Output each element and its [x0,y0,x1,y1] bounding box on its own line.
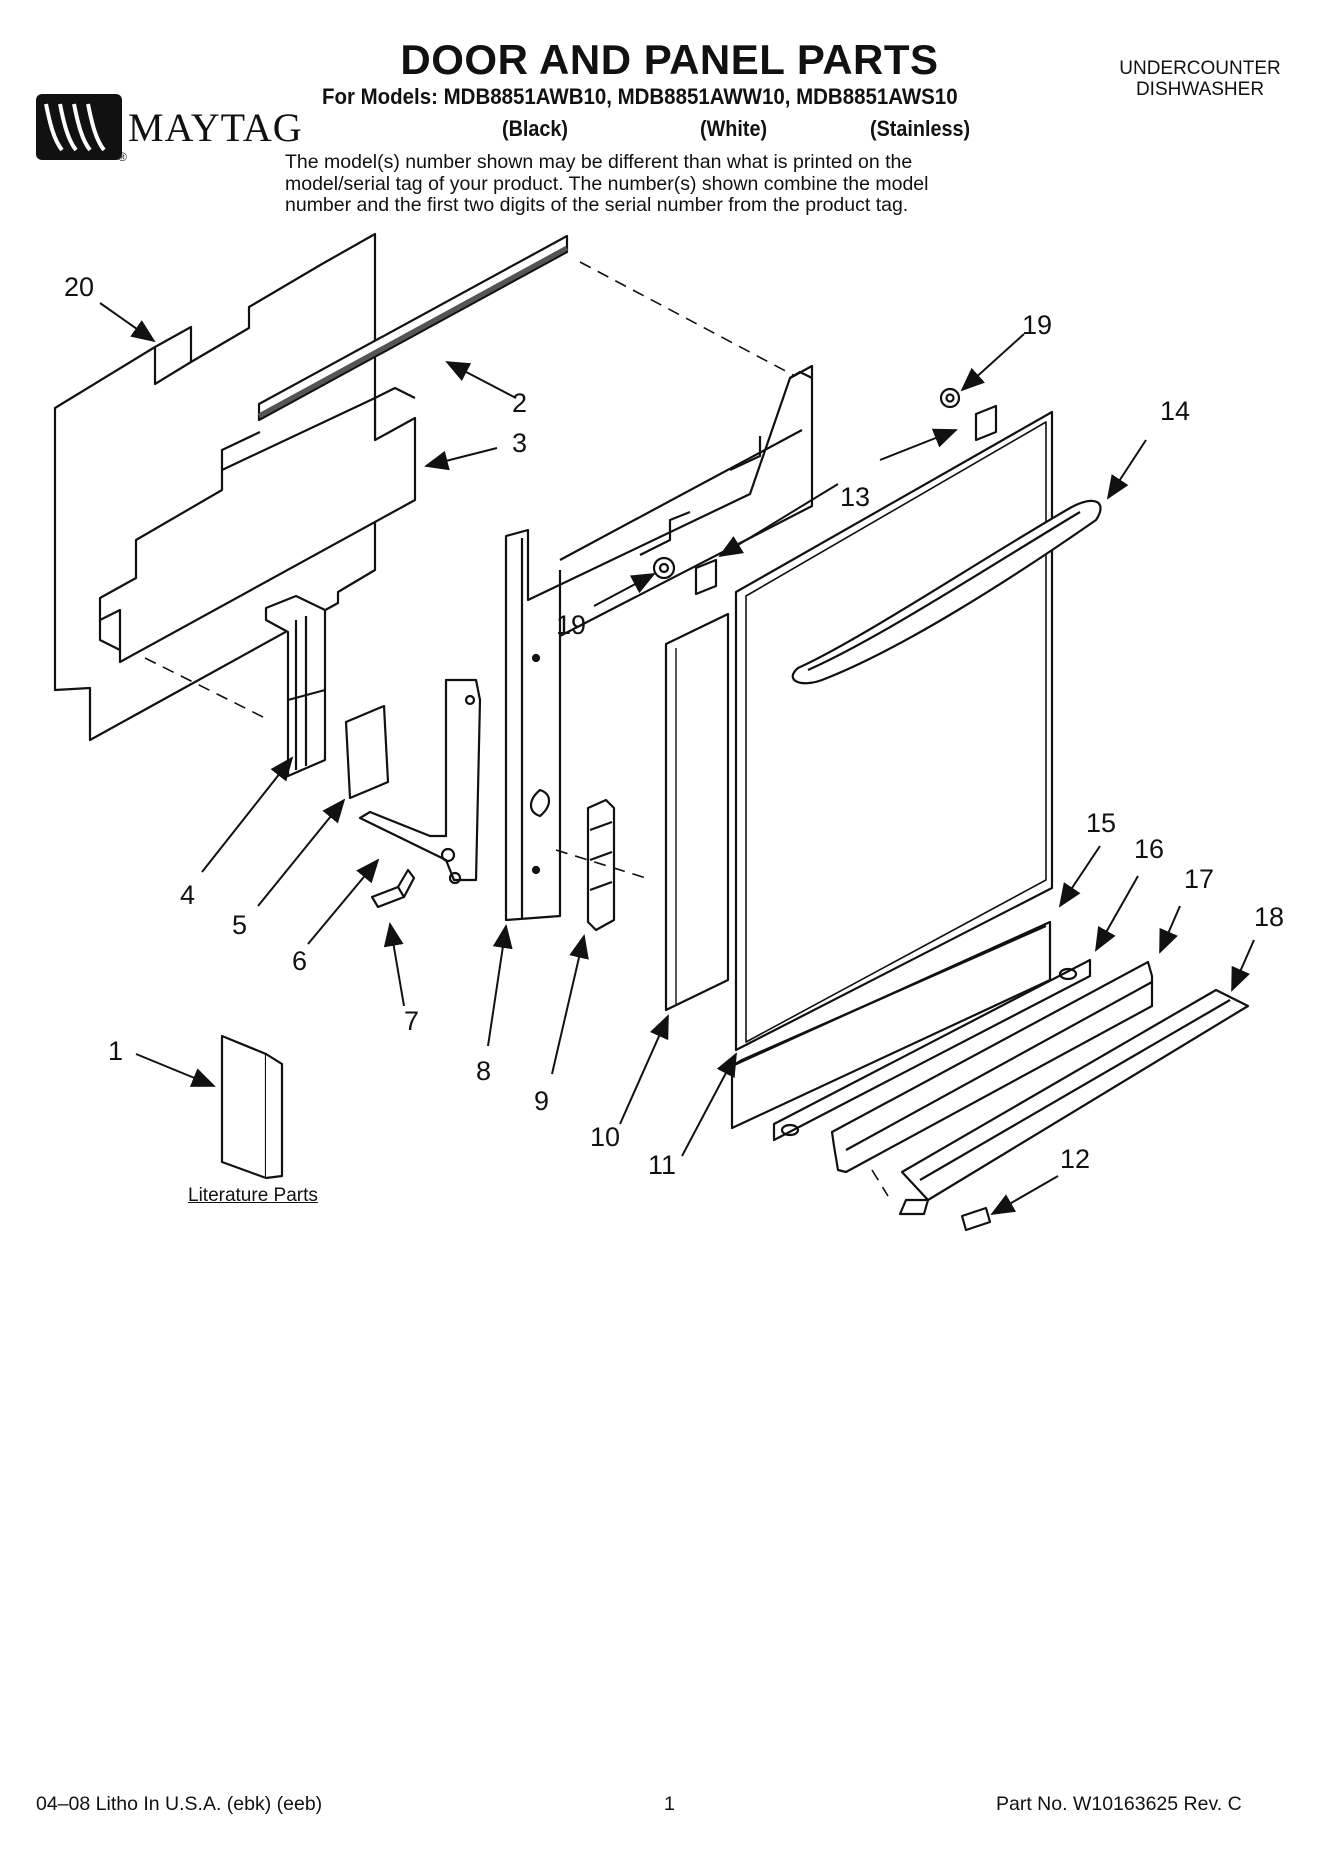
callout-13: 13 [840,482,871,512]
literature-book-part-1 [220,1034,284,1180]
leader-19b [960,333,1025,392]
callout-19-b: 19 [1022,310,1053,340]
registered-mark: ® [118,150,127,164]
leader-5 [257,798,346,907]
insulation-part-3 [98,386,417,664]
leader-19a [593,573,656,607]
pad-part-5 [344,704,390,800]
leader-6 [307,858,380,945]
handle-part-14 [791,499,1102,685]
bottom-channel-part-18 [898,988,1250,1216]
callout-17: 17 [1184,864,1215,894]
literature-parts-label: Literature Parts [188,1185,318,1206]
clip-part-13-b [974,404,998,442]
leader-17 [1159,905,1181,954]
leader-8 [487,924,513,1047]
note-line-3: number and the first two digits of the s… [285,194,909,216]
leader-3 [424,447,498,471]
product-type: UNDERCOUNTER DISHWASHER [1080,58,1320,100]
callout-11: 11 [648,1150,677,1180]
callout-8: 8 [476,1056,492,1086]
model-number-note: The model(s) number shown may be differe… [285,151,1085,217]
leader-10 [619,1014,669,1125]
screw-part-12 [960,1206,992,1232]
leader-2 [445,361,517,399]
note-line-2: model/serial tag of your product. The nu… [285,172,929,195]
leader-9 [551,934,589,1075]
leader-1 [135,1053,216,1087]
callout-2: 2 [512,388,528,418]
latch-guide-part-9 [586,798,616,932]
finish-stainless: (Stainless) [870,116,971,141]
leader-15 [1058,845,1101,908]
leader-7 [383,922,405,1007]
product-type-line1: UNDERCOUNTER [1119,58,1281,79]
hinge-part-6 [358,678,482,885]
callout-20: 20 [64,272,95,302]
leader-16 [1095,875,1139,952]
callout-14: 14 [1160,396,1191,426]
leader-18 [1231,939,1255,992]
maytag-logo-icon [36,94,122,165]
inner-panel-part-10 [664,612,730,1012]
callout-6: 6 [292,946,308,976]
leader-13a [718,483,839,558]
top-trim-part-2 [257,234,569,422]
finish-black: (Black) [502,116,569,141]
leader-11 [681,1052,737,1157]
product-type-line2: DISHWASHER [1135,79,1265,100]
callout-5: 5 [232,910,248,940]
nut-part-19-a [652,556,676,580]
nut-part-19-b [939,387,961,409]
leader-20 [99,302,156,343]
callout-19-a: 19 [556,610,587,640]
callout-12: 12 [1060,1144,1091,1174]
page-number: 1 [664,1793,675,1815]
leader-4 [201,756,294,873]
model-list: For Models: MDB8851AWB10, MDB8851AWW10, … [322,84,958,109]
callout-18: 18 [1254,902,1285,932]
trim-strip-part-16 [772,958,1092,1142]
callout-1: 1 [108,1036,124,1066]
callout-4: 4 [180,880,196,910]
callout-10: 10 [590,1122,621,1152]
callout-7: 7 [404,1006,420,1036]
finish-white: (White) [700,116,768,141]
bracket-part-4 [264,594,327,778]
note-line-1: The model(s) number shown may be differe… [285,151,913,173]
side-frame-part-8 [504,364,814,922]
print-info: 04–08 Litho In U.S.A. (ebk) (eeb) [36,1793,323,1815]
leader-14 [1106,439,1147,500]
toe-plate-part-17 [830,960,1154,1174]
callout-3: 3 [512,428,528,458]
brand-name: MAYTAG [128,105,303,150]
clip-part-13-a [694,558,718,596]
callout-15: 15 [1086,808,1117,838]
page-title: DOOR AND PANEL PARTS [400,36,939,83]
leader-13b [879,428,958,461]
callout-9: 9 [534,1086,550,1116]
part-number: Part No. W10163625 Rev. C [996,1793,1242,1815]
callout-16: 16 [1134,834,1165,864]
leader-12 [990,1175,1059,1215]
screw-part-7 [370,868,416,909]
